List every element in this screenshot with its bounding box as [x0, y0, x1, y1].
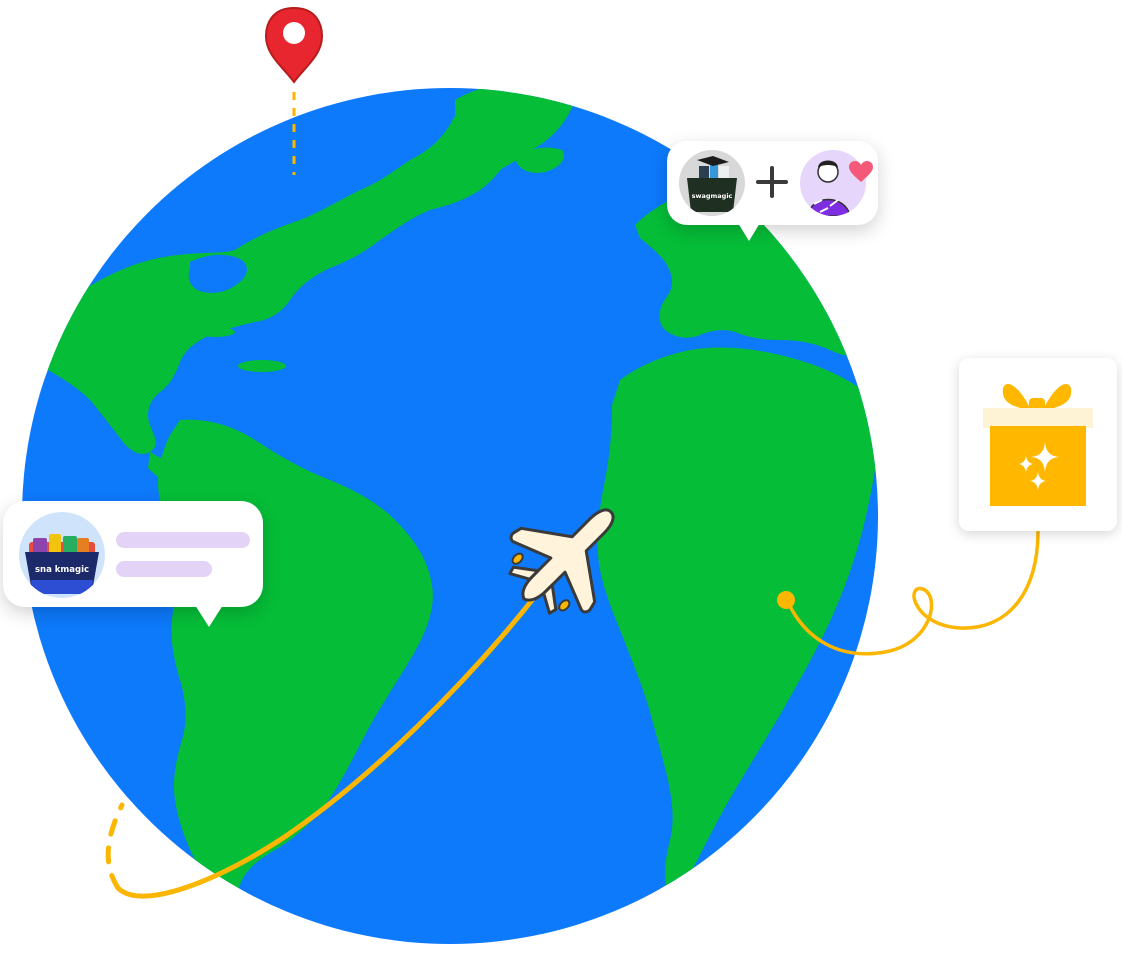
swag-brand-label: swagmagic: [692, 192, 733, 200]
snack-box-icon: sna kmagic: [25, 534, 99, 594]
gift-icon: [983, 384, 1093, 506]
africa: [597, 347, 878, 901]
person-avatar: [800, 150, 866, 216]
swag-box-icon: swagmagic: [687, 156, 737, 212]
airplane-icon: [508, 508, 615, 615]
snack-message-bubble: sna kmagic: [3, 501, 263, 627]
plus-icon: [756, 166, 788, 198]
swag-match-bubble: swagmagic: [667, 141, 878, 241]
gift-delivery-route: [785, 530, 1040, 656]
north-america: [22, 92, 560, 455]
sparkle-icon: [1019, 442, 1059, 490]
swag-box-avatar: swagmagic: [679, 150, 745, 216]
flight-route: [115, 587, 543, 899]
caribbean-island-1: [195, 327, 235, 337]
bubble-tail: [738, 223, 760, 241]
message-placeholder-line: [116, 532, 250, 548]
bubble-tail: [195, 605, 223, 627]
snack-brand-label: sna kmagic: [35, 565, 89, 575]
iceland: [515, 147, 565, 173]
snack-box-avatar: sna kmagic: [19, 512, 105, 598]
greenland: [455, 88, 575, 176]
location-pin-icon: [264, 6, 324, 175]
hudson-bay: [188, 254, 247, 293]
gift-route-dot: [777, 591, 795, 609]
heart-icon: [849, 161, 873, 182]
great-lakes: [330, 126, 385, 165]
person-icon: [807, 160, 851, 216]
gift-card: [959, 358, 1117, 531]
caribbean-island-2: [238, 360, 286, 372]
flight-route-dashed: [105, 802, 125, 891]
message-placeholder-line: [116, 561, 212, 577]
